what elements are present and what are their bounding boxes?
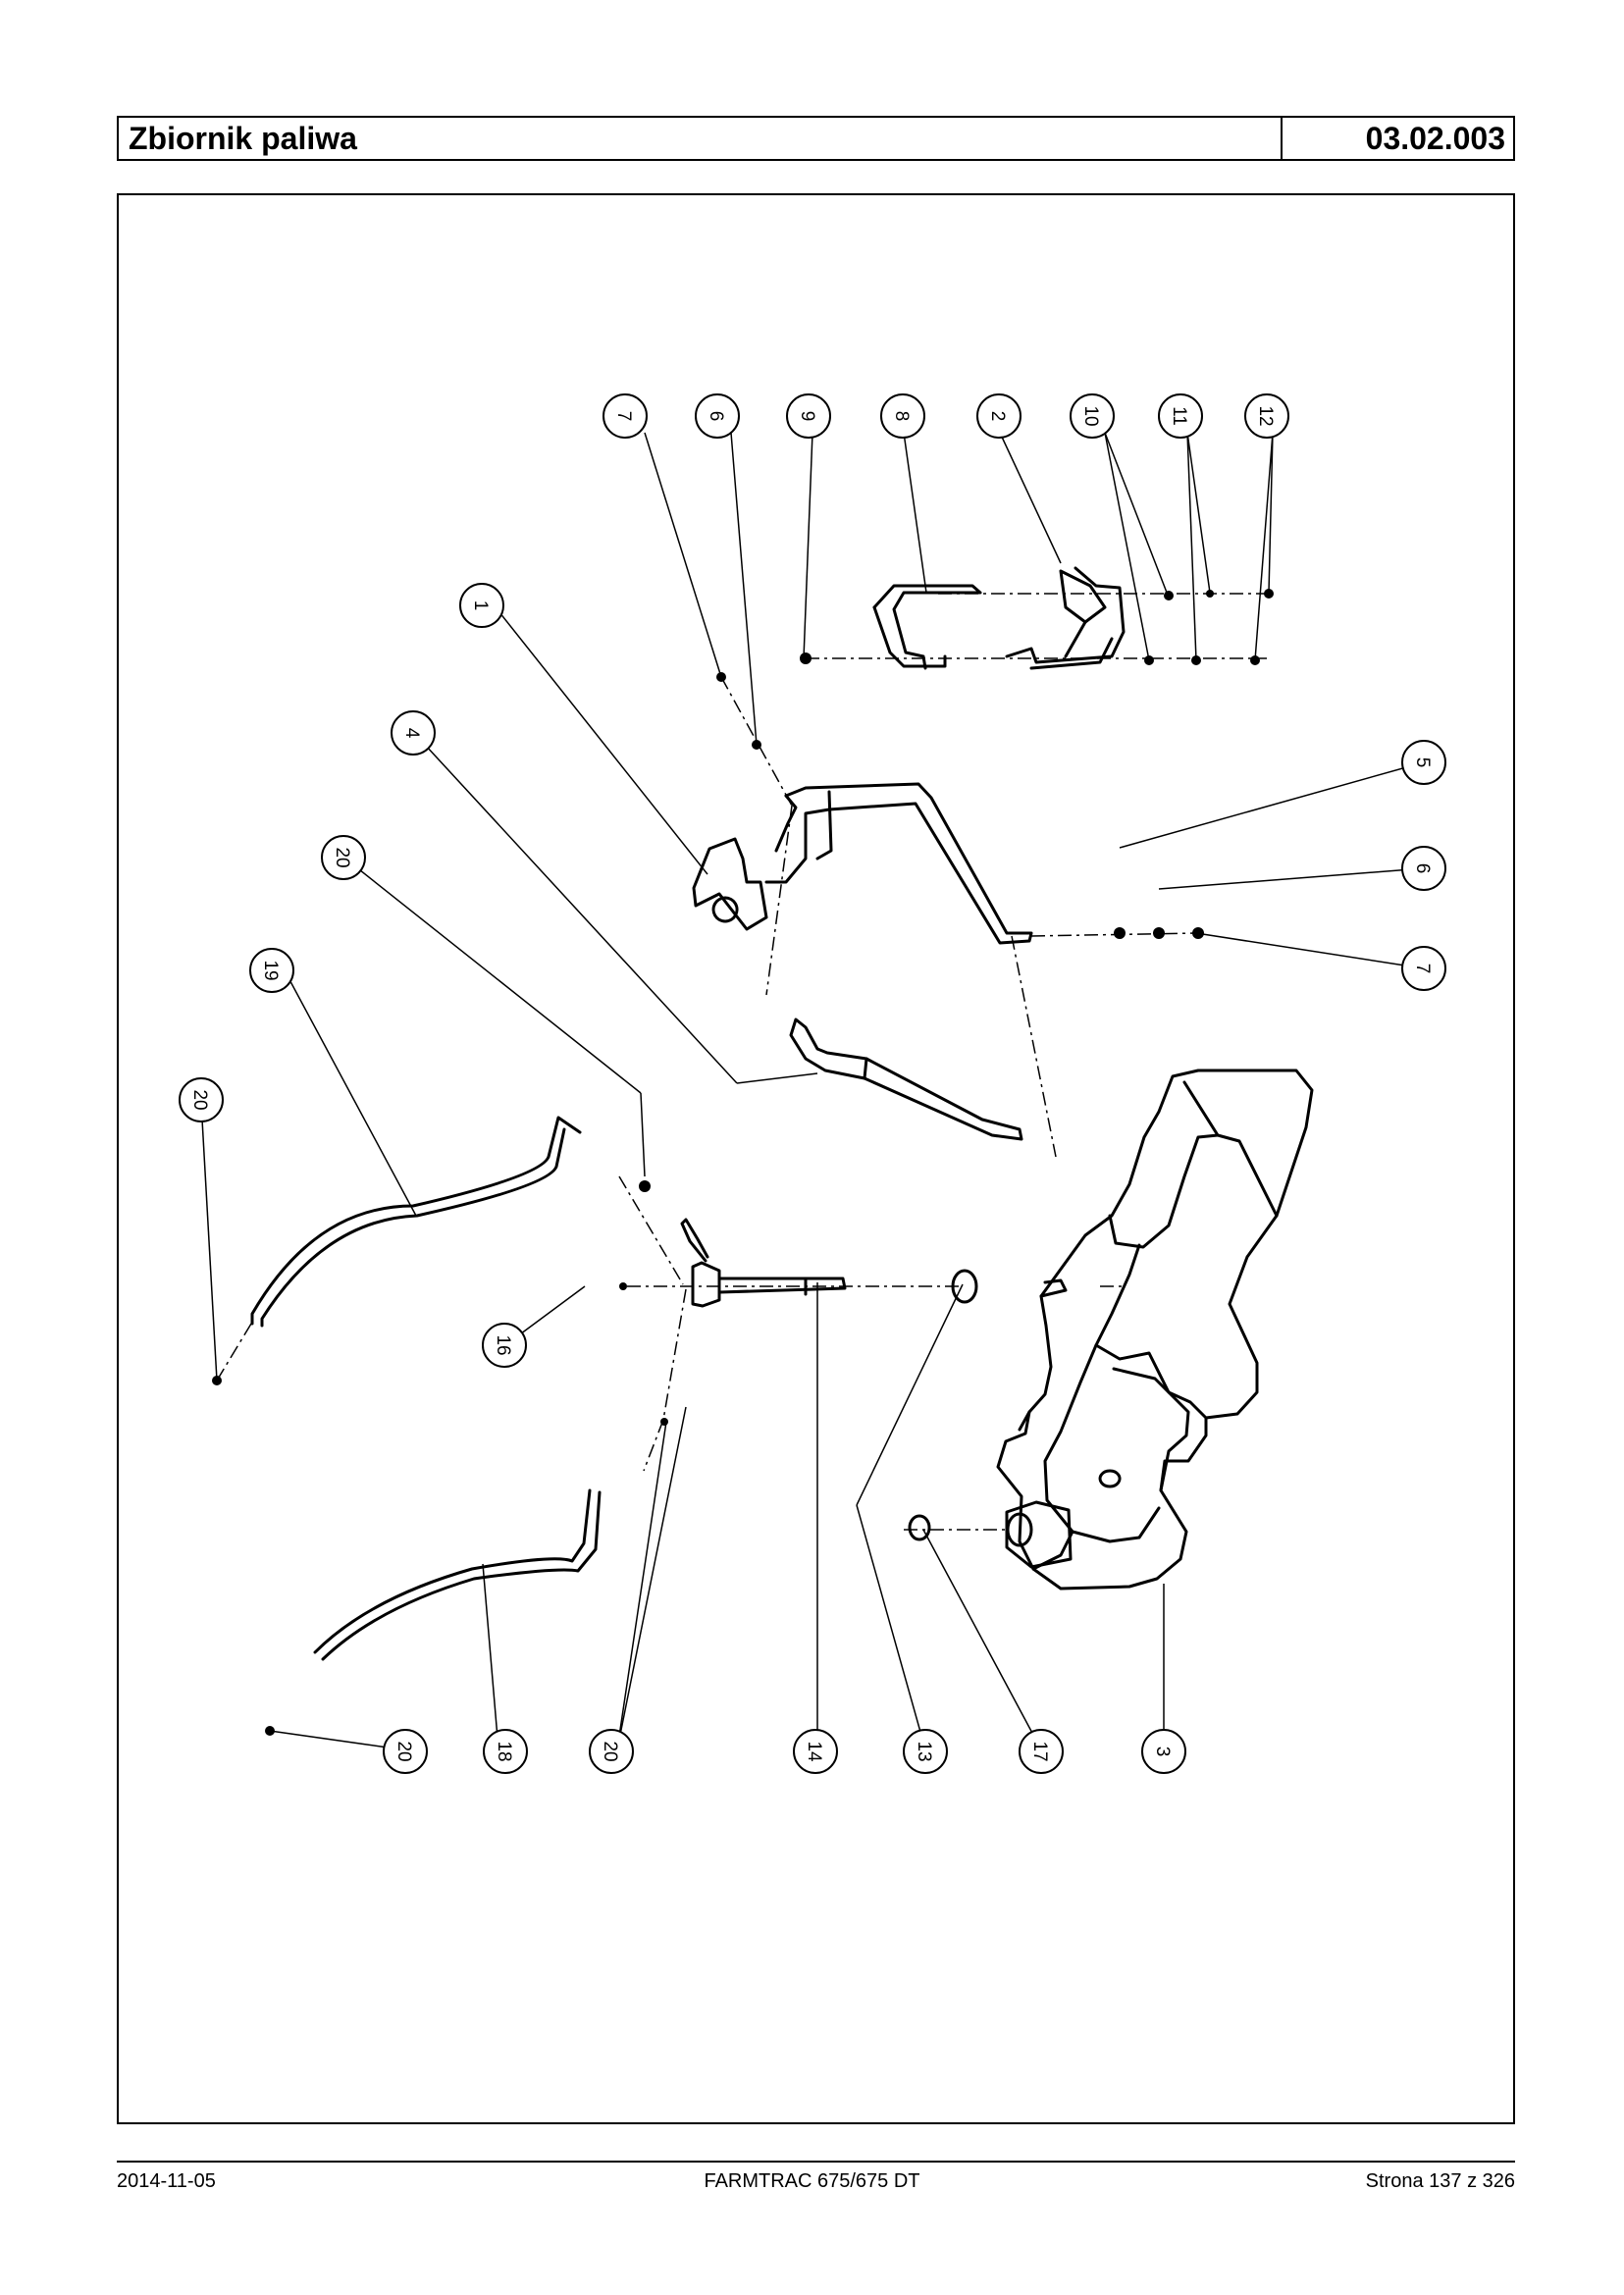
- svg-text:20: 20: [393, 1741, 414, 1761]
- callout-10: 10: [1070, 393, 1115, 439]
- callout-9: 9: [786, 393, 831, 439]
- assembly-lines: [216, 593, 1272, 1531]
- svg-text:1: 1: [470, 600, 491, 611]
- callout-4: 4: [391, 710, 436, 756]
- callout-6-right: 6: [1401, 846, 1446, 891]
- small-parts: [908, 1269, 1073, 1569]
- svg-text:20: 20: [332, 847, 352, 867]
- callout-1: 1: [459, 583, 504, 628]
- diagram-frame: 7 6 9 8 2 10 11 12 1 4 5 6 7 20 19 20 16…: [117, 193, 1515, 2124]
- svg-text:20: 20: [600, 1741, 620, 1761]
- clamp-bracket: [872, 566, 1126, 670]
- callout-20-d: 20: [589, 1729, 634, 1774]
- callout-8: 8: [880, 393, 925, 439]
- callouts: 7 6 9 8 2 10 11 12 1 4 5 6 7 20 19 20 16…: [179, 393, 1446, 1774]
- svg-text:7: 7: [1412, 964, 1433, 974]
- footer-rule: [117, 2161, 1515, 2163]
- svg-text:16: 16: [493, 1334, 513, 1355]
- fuel-hoses: [250, 1116, 602, 1661]
- section-code: 03.02.003: [1365, 121, 1505, 156]
- callout-14: 14: [793, 1729, 838, 1774]
- callout-6-top: 6: [695, 393, 740, 439]
- exploded-parts-diagram: 7 6 9 8 2 10 11 12 1 4 5 6 7 20 19 20 16…: [179, 393, 1446, 1774]
- callout-16: 16: [482, 1323, 527, 1368]
- svg-text:17: 17: [1029, 1741, 1050, 1761]
- footer-model: FARMTRAC 675/675 DT: [704, 2170, 920, 2192]
- svg-text:4: 4: [401, 728, 422, 739]
- svg-text:7: 7: [613, 411, 634, 422]
- svg-text:5: 5: [1412, 757, 1433, 768]
- fuel-tank: [996, 1069, 1314, 1591]
- callout-7-top: 7: [602, 393, 648, 439]
- support-strap: [789, 1017, 1023, 1141]
- page-title: Zbiornik paliwa: [119, 118, 1283, 159]
- callout-2: 2: [976, 393, 1022, 439]
- callout-7-right: 7: [1401, 946, 1446, 991]
- callout-20-c: 20: [383, 1729, 428, 1774]
- svg-text:8: 8: [891, 411, 912, 422]
- callout-13: 13: [903, 1729, 948, 1774]
- fasteners: [212, 589, 1274, 1736]
- callout-19: 19: [249, 948, 294, 993]
- callout-18: 18: [483, 1729, 528, 1774]
- svg-text:10: 10: [1080, 405, 1101, 426]
- svg-text:20: 20: [189, 1089, 210, 1110]
- callout-20-a: 20: [321, 835, 366, 880]
- callout-11: 11: [1158, 393, 1203, 439]
- svg-text:9: 9: [797, 411, 817, 422]
- mounting-bracket: [692, 782, 1033, 945]
- callout-20-b: 20: [179, 1077, 224, 1122]
- callout-5: 5: [1401, 740, 1446, 785]
- callout-3: 3: [1141, 1729, 1186, 1774]
- svg-text:13: 13: [914, 1741, 934, 1761]
- svg-text:19: 19: [260, 960, 281, 980]
- svg-text:3: 3: [1152, 1747, 1173, 1757]
- callout-17: 17: [1019, 1729, 1064, 1774]
- svg-text:12: 12: [1255, 405, 1276, 426]
- svg-text:11: 11: [1169, 406, 1189, 426]
- callout-12: 12: [1244, 393, 1289, 439]
- svg-text:2: 2: [987, 411, 1008, 422]
- page-header: Zbiornik paliwa 03.02.003: [117, 116, 1515, 161]
- svg-text:18: 18: [494, 1741, 514, 1761]
- fuel-sender: [680, 1218, 847, 1308]
- svg-text:6: 6: [706, 411, 726, 422]
- leader-lines: [200, 432, 1425, 1750]
- svg-text:6: 6: [1412, 863, 1433, 874]
- footer-date: 2014-11-05: [117, 2170, 216, 2192]
- footer-page-number: Strona 137 z 326: [1365, 2170, 1515, 2192]
- svg-text:14: 14: [804, 1741, 824, 1762]
